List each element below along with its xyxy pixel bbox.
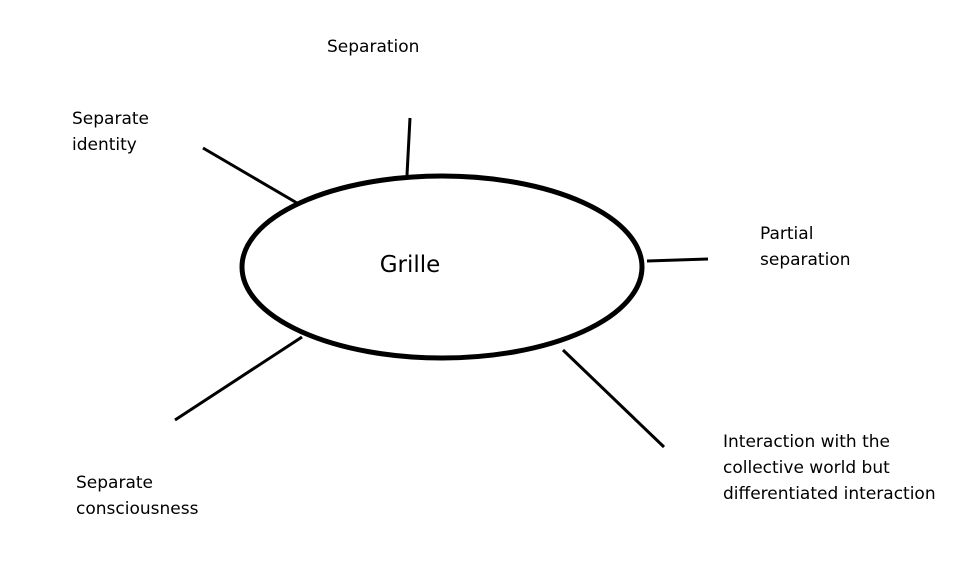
- label-separate-consciousness: Separate consciousness: [76, 470, 198, 522]
- label-line: consciousness: [76, 499, 199, 519]
- connector-separation: [405, 117, 412, 176]
- label-separate-identity: Separate identity: [72, 106, 149, 158]
- label-line: separation: [760, 250, 851, 270]
- label-line: Partial: [760, 224, 814, 244]
- connector-differentiated-interaction: [561, 348, 666, 449]
- label-line: Separate: [72, 109, 149, 129]
- connector-separate-consciousness: [174, 335, 303, 422]
- label-line: Interaction with the: [723, 432, 891, 452]
- label-differentiated-interaction: Interaction with the collective world bu…: [723, 429, 936, 507]
- label-line: differentiated interaction: [723, 484, 936, 504]
- center-label: Grille: [379, 252, 441, 278]
- label-line: collective world but: [723, 458, 890, 478]
- label-separation: Separation: [327, 34, 419, 60]
- center-ellipse: [239, 173, 645, 361]
- connector-separate-identity: [202, 146, 298, 205]
- label-line: Separation: [327, 37, 420, 57]
- label-partial-separation: Partial separation: [760, 221, 851, 273]
- label-line: Separate: [76, 473, 153, 493]
- connector-partial-separation: [646, 257, 709, 263]
- label-line: identity: [72, 135, 137, 155]
